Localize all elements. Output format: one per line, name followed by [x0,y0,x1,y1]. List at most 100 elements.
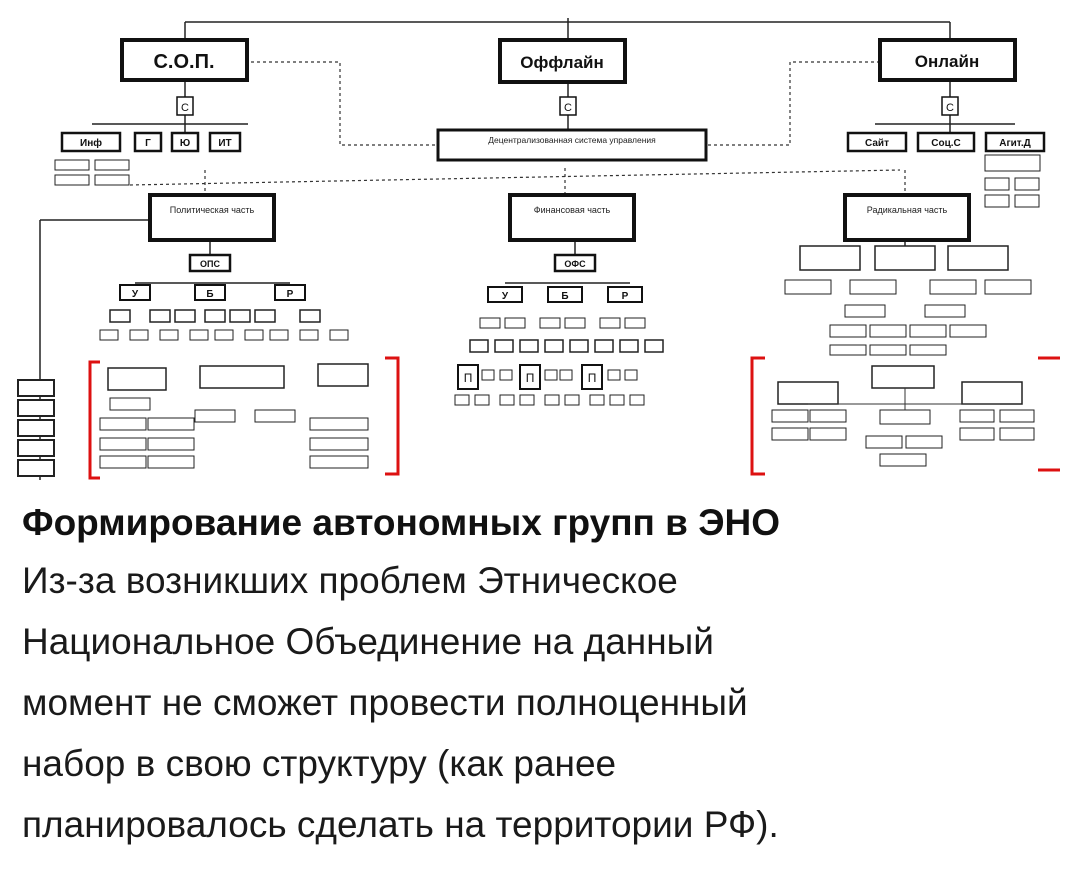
subtree-box [869,324,907,338]
caption-title: Формирование автономных групп в ЭНО [22,502,781,543]
svg-text:С: С [181,102,189,114]
svg-text:Р: Р [287,289,294,300]
subtree-box [624,369,638,381]
subtree-box [871,365,935,389]
org-structure-diagram: С.О.П. Оффлайн Онлайн С С С Децентрализо… [17,18,1060,480]
svg-text:У: У [502,291,509,302]
subtree-box [199,365,285,389]
svg-text:У: У [132,289,139,300]
subtree-box [269,329,289,341]
svg-text:Инф: Инф [80,137,102,149]
subtree-box [194,409,236,423]
online-node: Онлайн [878,38,1017,82]
radical-part-label: Радикальная часть [866,205,948,215]
subtree-box [229,309,251,323]
subtree-box [829,324,867,338]
subtree-box [849,279,897,295]
svg-text:С: С [564,102,572,114]
subtree-box [519,339,539,353]
subtree-box [539,317,561,329]
diagram-connectors [39,18,1015,480]
svg-text:ОФС: ОФС [564,259,586,269]
subtree-box [1014,194,1040,208]
decentralized-system-box: Децентрализованная система управления [436,128,708,162]
subtree-box [544,394,560,406]
caption-line: планировалось сделать на территории РФ). [22,804,779,845]
p-marker-1: П [519,364,541,390]
caption: Формирование автономных групп в ЭНО Из-з… [22,496,1082,855]
svg-text:Соц.С: Соц.С [931,138,960,149]
subtree-box [299,309,321,323]
subtree-box [624,317,646,329]
subtree-box [905,435,943,449]
subtree-box [469,339,489,353]
sop-child-2: Ю [170,131,200,153]
subtree-box [109,397,151,411]
subtree-box [17,399,55,417]
sop-node-label: С.О.П. [153,51,214,73]
subtree-box [784,279,832,295]
subtree-box [879,409,931,425]
diagram-subtree-details [17,154,1041,477]
svg-text:П: П [464,371,473,385]
subtree-box [254,409,296,423]
subtree-box [869,344,907,356]
caption-line: набор в свою структуру (как ранее [22,743,617,784]
subtree-box [544,369,558,381]
subtree-box [809,409,847,423]
subtree-box [129,329,149,341]
svg-text:С: С [946,102,954,114]
subtree-box [559,369,573,381]
political-branch-u: У [119,284,151,301]
subtree-box [629,394,645,406]
subtree-box [214,329,234,341]
c-marker-sop: С [176,96,194,116]
c-marker-online: С [941,96,959,116]
subtree-box [299,329,319,341]
subtree-box [599,317,621,329]
subtree-box [961,381,1023,405]
c-marker-offline: С [559,96,577,116]
svg-text:ИТ: ИТ [218,138,231,149]
subtree-box [204,309,226,323]
subtree-box [159,329,179,341]
subtree-box [454,394,470,406]
subtree-box [984,279,1032,295]
financial-part-node: Финансовая часть [508,193,636,242]
radical-part-node: Радикальная часть [843,193,971,242]
subtree-box [771,409,809,423]
subtree-box [909,324,947,338]
subtree-box [959,409,995,423]
subtree-box [479,317,501,329]
subtree-box [594,339,614,353]
subtree-box [929,279,977,295]
subtree-box [771,427,809,441]
sop-child-3: ИТ [208,131,242,153]
subtree-box [499,394,515,406]
financial-branch-u: У [487,286,523,303]
subtree-box [309,437,369,451]
subtree-box [147,437,195,451]
subtree-box [799,245,861,271]
subtree-box [644,339,664,353]
decentralized-system-label: Децентрализованная система управления [488,135,656,145]
political-part-label: Политическая часть [169,205,255,215]
subtree-box [99,417,147,431]
subtree-box [499,369,513,381]
subtree-box [569,339,589,353]
subtree-box [607,369,621,381]
subtree-box [924,304,966,318]
subtree-box [329,329,349,341]
svg-text:Б: Б [561,291,568,302]
subtree-box [99,329,119,341]
subtree-box [564,317,586,329]
political-part-node: Политическая часть [148,193,276,242]
subtree-box [17,379,55,397]
subtree-box [589,394,605,406]
subtree-box [107,367,167,391]
sop-child-0: Инф [60,131,122,153]
subtree-box [844,304,886,318]
subtree-box [999,409,1035,423]
red-bracket-political [88,356,400,480]
caption-line: момент не сможет провести полноценный [22,682,748,723]
